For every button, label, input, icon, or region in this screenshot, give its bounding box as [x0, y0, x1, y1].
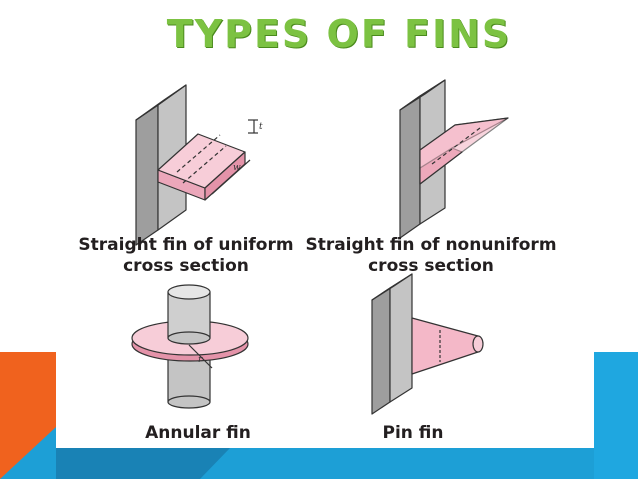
annular-fin-figure [131, 284, 249, 409]
label-pin: Pin fin [382, 423, 443, 443]
straight-nonuniform-fin-figure [399, 79, 509, 239]
radius-dim-label: r [198, 355, 203, 365]
pin-fin-figure [371, 273, 484, 415]
right-accent-block [594, 352, 638, 479]
width-dim-label: w [233, 163, 241, 173]
page-title: TYPES OF FINS [166, 12, 512, 56]
label-straight-nonuniform-line2: cross section [368, 256, 494, 276]
straight-uniform-fin-figure [135, 84, 258, 246]
label-straight-uniform-line2: cross section [123, 256, 249, 276]
thickness-dim-label: t [259, 122, 263, 132]
label-annular: Annular fin [145, 423, 251, 443]
label-straight-uniform-line1: Straight fin of uniform [78, 235, 293, 255]
label-straight-nonuniform-line1: Straight fin of nonuniform [305, 235, 556, 255]
